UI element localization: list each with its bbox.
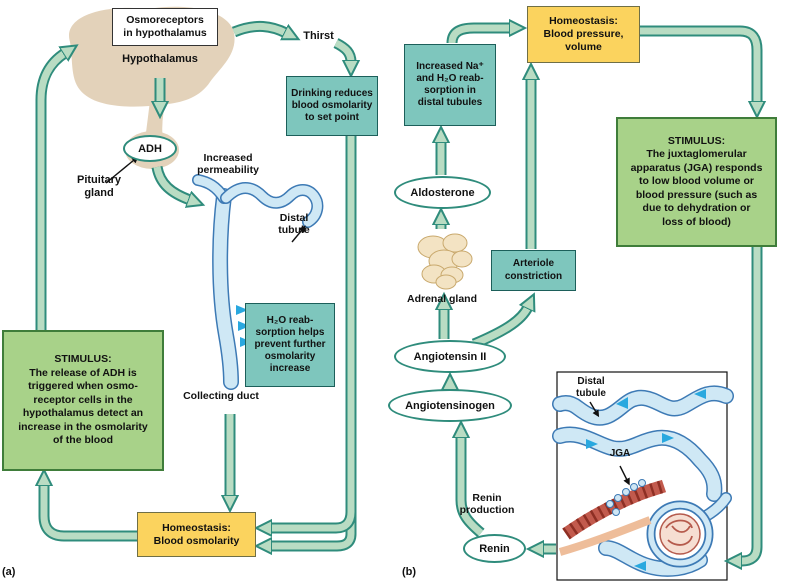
osmoreceptors-box: Osmoreceptors in hypothalamus <box>112 8 218 46</box>
panel-b-tag: (b) <box>402 566 417 578</box>
arrow-adh-to-collecting-duct <box>153 166 190 200</box>
arrow-drinking-to-homeostasis-branch <box>270 511 355 528</box>
distal-tubule-label-b: Distal tubule <box>576 376 606 399</box>
hypothalamus-label: Hypothalamus <box>122 53 198 65</box>
homeostasis-box-a: Homeostasis: Blood osmolarity <box>137 512 256 557</box>
arrow-na-box-to-homeostasis <box>448 28 511 44</box>
arrow-thirst-to-drinking <box>334 39 351 62</box>
adrenal-gland-label: Adrenal gland <box>406 293 477 305</box>
arrow-renin-to-angiotensinogen <box>461 436 484 536</box>
arrow-stimulus-to-jga <box>740 247 761 561</box>
stimulus-box-b: STIMULUS: The juxtaglomerular apparatus … <box>616 117 777 247</box>
jga-pointer <box>619 465 630 486</box>
increased-na-box: Increased Na⁺ and H₂O reab- sorption in … <box>404 44 496 126</box>
distal-tubule-pointer-b <box>589 401 600 418</box>
angiotensinogen-node: Angiotensinogen <box>388 389 512 422</box>
arrow-homeostasis-to-stimulus <box>44 484 137 540</box>
flow-arrows <box>41 26 757 561</box>
adrenal-gland-illustration <box>417 233 473 290</box>
arteriole-constriction-box: Arteriole constriction <box>491 250 576 291</box>
arrow-stimulus-to-hypothalamus <box>37 53 65 330</box>
aldosterone-node: Aldosterone <box>394 176 491 209</box>
arrow-homeostasis-to-stimulus-b <box>640 27 757 103</box>
pituitary-pointer <box>105 156 139 184</box>
jga-label: JGA <box>609 448 631 459</box>
arrow-drinking-to-homeostasis <box>270 136 355 546</box>
h2o-reabsorption-box: H₂O reab- sorption helps prevent further… <box>245 303 335 387</box>
thirst-label: Thirst <box>303 30 334 42</box>
renin-production-label: Renin production <box>459 492 515 517</box>
collecting-duct-label: Collecting duct <box>183 390 259 402</box>
renin-node: Renin <box>463 534 526 563</box>
panel-a-tag: (a) <box>2 566 16 578</box>
drinking-box: Drinking reduces blood osmolarity to set… <box>286 76 378 136</box>
nephron-inset-illustration <box>552 371 734 581</box>
homeostasis-box-b: Homeostasis: Blood pressure, volume <box>527 6 640 63</box>
pituitary-label: Pituitary gland <box>76 174 121 199</box>
angiotensin2-node: Angiotensin II <box>394 340 506 373</box>
stimulus-box-a: STIMULUS: The release of ADH is triggere… <box>2 330 164 471</box>
arrow-angiotensin2-to-arteriole <box>472 307 528 348</box>
arrow-osmoreceptors-to-thirst <box>232 23 286 33</box>
increased-permeability-label: Increased permeability <box>197 152 259 177</box>
adh-node: ADH <box>123 135 177 162</box>
distal-tubule-pointer-a <box>291 225 306 243</box>
distal-tubule-label-a: Distal tubule <box>278 212 310 237</box>
collecting-duct-illustration <box>192 174 324 390</box>
